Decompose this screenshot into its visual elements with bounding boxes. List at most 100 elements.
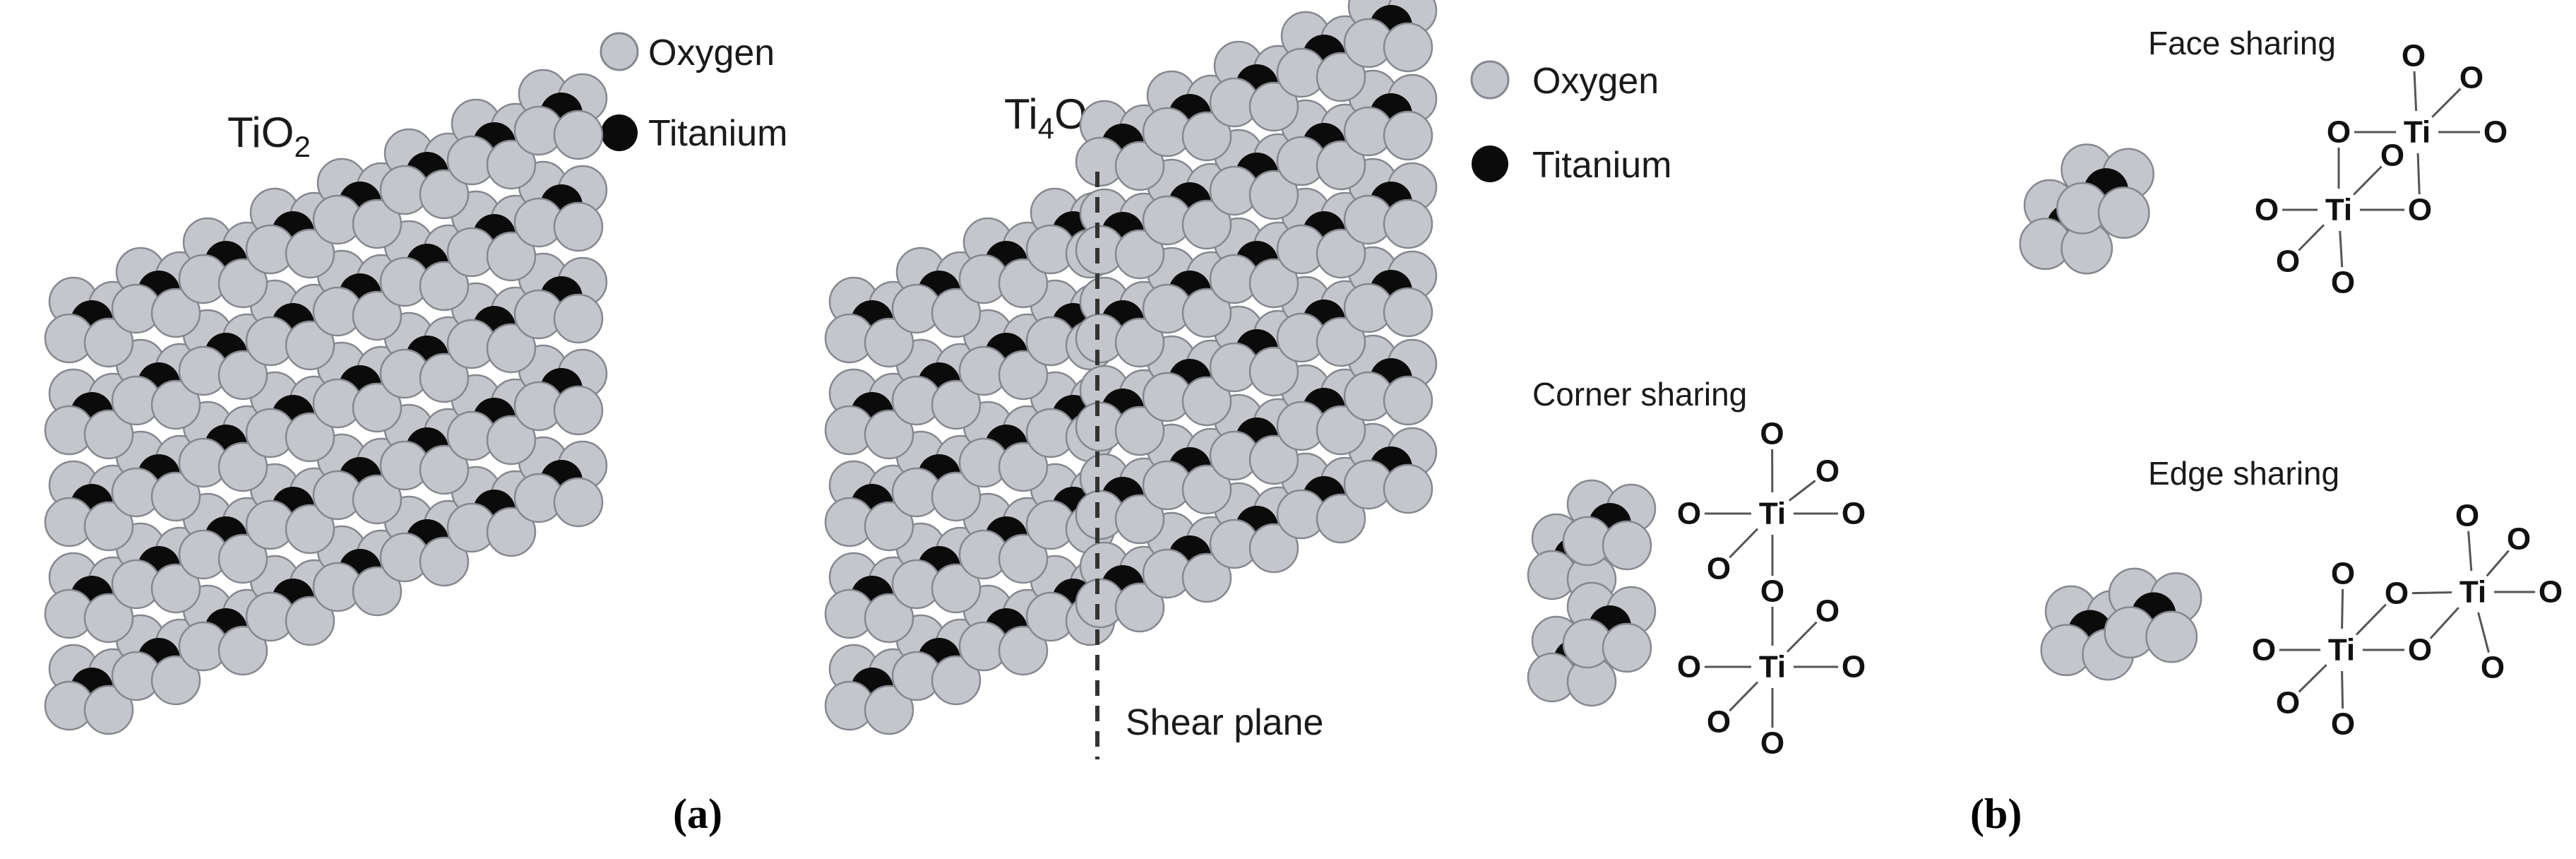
legend-oxygen-marker (600, 32, 639, 71)
panel-b: Oxygen Titanium Corner sharing Face shar… (1470, 25, 2566, 837)
oxygen-symbol: O (2276, 244, 2300, 279)
titanium-symbol: Ti (1759, 650, 1786, 685)
oxygen-atom (150, 563, 201, 614)
oxygen-atom (1248, 434, 1299, 485)
oxygen-atom (1181, 376, 1232, 427)
oxygen-atom (486, 231, 537, 282)
oxygen-symbol: O (2483, 115, 2508, 150)
oxygen-symbol: O (1677, 497, 1701, 531)
oxygen-symbol: O (1842, 497, 1866, 531)
tio2-formula: TiO2 (227, 109, 311, 163)
ligand-bg (2327, 709, 2359, 740)
oxygen-atom (83, 409, 134, 460)
ligand-bg (2480, 117, 2511, 148)
ligand-bg (2477, 652, 2508, 683)
oxygen-symbol: O (2455, 499, 2479, 533)
ligand-bg (1757, 576, 1788, 607)
oxygen-atom (1114, 494, 1165, 545)
oxygen-symbol: O (1760, 417, 1784, 451)
ligand-bg (2404, 194, 2435, 225)
ligand-bg (1812, 456, 1843, 487)
legend-b: Oxygen Titanium (1470, 60, 1671, 186)
oxygen-atom (486, 323, 537, 374)
ligand-bg (1756, 418, 1788, 449)
oxygen-symbol: O (1677, 650, 1701, 685)
oxygen-symbol: O (1815, 594, 1839, 629)
oxygen-atom (1181, 464, 1232, 515)
oxygen-atom (1114, 405, 1165, 456)
oxygen-atom (1383, 110, 1433, 161)
titanium-symbol: Ti (2404, 115, 2431, 150)
oxygen-atom (83, 593, 134, 644)
oxygen-atom (1383, 463, 1433, 514)
ligand-bg (2381, 578, 2412, 609)
tio2-formula-base: TiO (227, 109, 294, 156)
oxygen-atom (1114, 229, 1165, 280)
oxygen-symbol: O (2385, 576, 2409, 611)
center-bg (2396, 111, 2438, 153)
ligand-bg (2535, 576, 2566, 608)
oxygen-atom (1602, 520, 1652, 571)
center-bg (2318, 189, 2360, 231)
oxygen-atom (553, 385, 604, 436)
oxygen-atom (1383, 375, 1433, 426)
oxygen-symbol: O (2327, 115, 2351, 150)
oxygen-atom (419, 169, 470, 220)
corner-sharing-label: Corner sharing (1532, 376, 1747, 413)
oxygen-atom (217, 258, 268, 309)
oxygen-atom (553, 109, 604, 160)
oxygen-atom (352, 290, 402, 341)
oxygen-atom (1114, 317, 1165, 368)
oxygen-atom (931, 471, 982, 522)
oxygen-atom (419, 261, 470, 312)
oxygen-atom (931, 563, 982, 614)
oxygen-symbol: O (2331, 707, 2355, 742)
center-bg (1751, 646, 1794, 688)
oxygen-atom (1248, 523, 1299, 574)
oxygen-atom (1316, 140, 1366, 191)
ligand-bg (2377, 140, 2408, 171)
oxygen-atom (150, 471, 201, 522)
oxygen-atom (2145, 610, 2198, 663)
legend-b-titanium-label: Titanium (1532, 145, 1671, 186)
ligand-bg (2323, 117, 2354, 148)
oxygen-atom (217, 625, 268, 676)
legend-titanium-label: Titanium (648, 113, 787, 154)
ligand-bg (2452, 500, 2483, 531)
oxygen-atom (352, 474, 402, 525)
oxygen-atom (1383, 199, 1433, 249)
oxygen-atom (419, 444, 470, 495)
oxygen-atom (83, 501, 134, 552)
oxygen-atom (150, 288, 201, 338)
oxygen-atom (1602, 622, 1652, 673)
oxygen-atom (83, 317, 134, 368)
oxygen-atom (1383, 22, 1433, 73)
legend-titanium-marker (601, 114, 638, 151)
oxygen-atom (2097, 186, 2150, 239)
oxygen-atom (419, 353, 470, 403)
oxygen-atom (931, 655, 982, 706)
shear-plane-label: Shear plane (1126, 702, 1323, 743)
ligand-bg (1703, 553, 1734, 584)
ti4o7-formula-sub-4: 4 (1038, 112, 1054, 145)
oxygen-atom (998, 533, 1049, 584)
ti4o7-formula-ti: Ti (1004, 90, 1038, 138)
oxygen-atom (1248, 170, 1299, 220)
oxygen-atom (217, 442, 268, 492)
oxygen-atom (1248, 346, 1299, 397)
oxygen-atom (1316, 493, 1366, 544)
oxygen-atom (864, 501, 914, 552)
panel-a: Oxygen Titanium TiO2 Ti4O7 Shear plane (… (44, 0, 1438, 837)
oxygen-atom (1316, 405, 1366, 456)
oxygen-atom (553, 201, 604, 252)
ti4o7-lattice-left-block (824, 187, 1120, 735)
oxygen-atom (1181, 199, 1232, 250)
oxygen-atom (1181, 288, 1232, 338)
tio2-formula-subscript: 2 (294, 130, 310, 163)
ligand-bg (1703, 706, 1734, 737)
ligand-bg (1674, 651, 1705, 682)
oxygen-symbol: O (2539, 575, 2563, 610)
oxygen-symbol: O (2252, 633, 2276, 668)
